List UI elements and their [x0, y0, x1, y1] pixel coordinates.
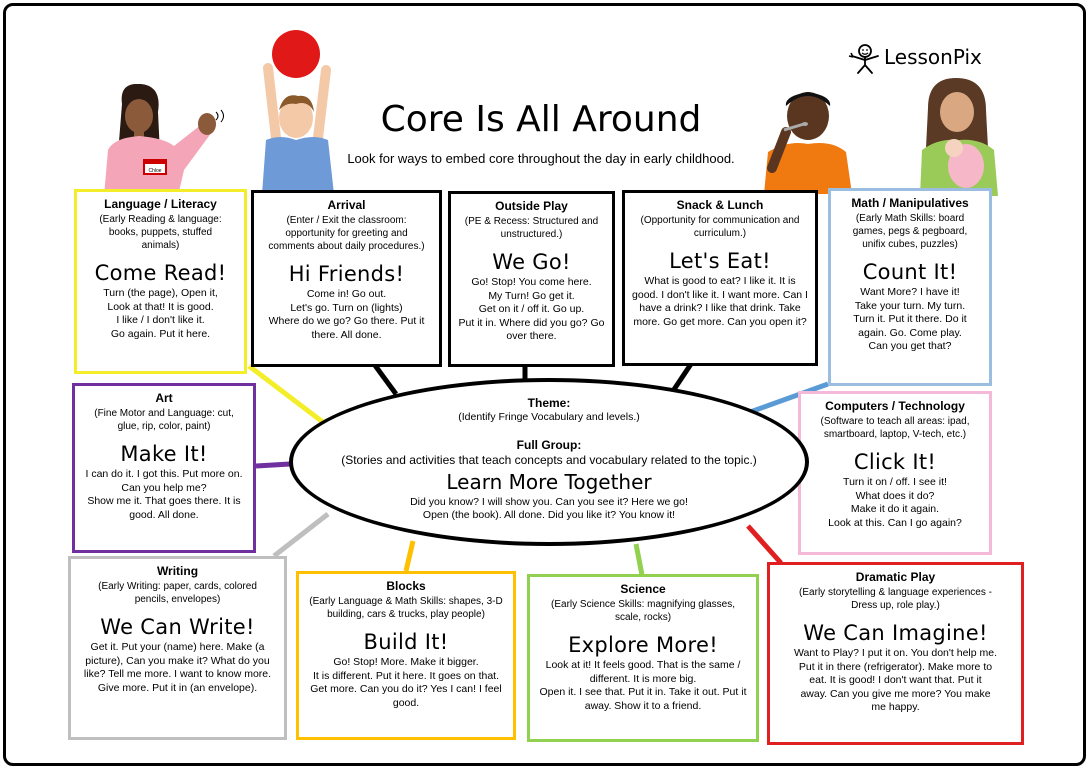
connector-lines [247, 362, 829, 576]
dramatic-play-box: Dramatic Play (Early storytelling & lang… [767, 562, 1024, 745]
science-title: Science [620, 582, 666, 596]
page-title: Core Is All Around [380, 99, 702, 140]
language-desc: (Early Reading & language: books, puppet… [99, 214, 222, 251]
boy-with-ball-illustration [262, 30, 334, 194]
science-desc: (Early Science Skills: magnifying glasse… [551, 599, 735, 623]
connector-science [633, 543, 645, 576]
dramatic-title: Dramatic Play [855, 570, 936, 584]
writing-desc: (Early Writing: paper, cards, colored pe… [98, 581, 257, 605]
language-literacy-box: Language / Literacy (Early Reading & lan… [74, 189, 247, 374]
lessonpix-logo: LessonPix [848, 42, 998, 76]
arrival-box: Arrival (Enter / Exit the classroom: opp… [251, 190, 442, 367]
art-title: Art [155, 391, 173, 405]
center-core-phrase: Learn More Together [446, 470, 652, 494]
math-title: Math / Manipulatives [851, 196, 969, 210]
art-phrases: I can do it. I got this. Put more on. Ca… [85, 468, 243, 521]
art-core-phrase: Make It! [120, 442, 208, 466]
theme-title: Theme: [527, 396, 571, 410]
art-box: Art (Fine Motor and Language: cut, glue,… [72, 383, 256, 553]
center-content: Theme: (Identify Fringe Vocabulary and l… [306, 396, 792, 522]
writing-title: Writing [156, 564, 199, 578]
computers-desc: (Software to teach all areas: ipad, smar… [820, 416, 970, 440]
outside-title: Outside Play [495, 199, 568, 213]
language-title: Language / Literacy [104, 197, 217, 211]
writing-phrases: Get it. Put your (name) here. Make (a pi… [83, 641, 272, 694]
snack-core-phrase: Let's Eat! [669, 249, 771, 273]
computers-core-phrase: Click It! [853, 450, 937, 474]
outside-play-box: Outside Play (PE & Recess: Structured an… [448, 191, 615, 367]
blocks-phrases: Go! Stop! More. Make it bigger. It is di… [310, 656, 502, 709]
blocks-core-phrase: Build It! [363, 630, 449, 654]
art-desc: (Fine Motor and Language: cut, glue, rip… [94, 408, 234, 432]
computers-technology-box: Computers / Technology (Software to teac… [798, 391, 992, 555]
outside-phrases: Go! Stop! You come here. My Turn! Go get… [458, 276, 605, 342]
writing-core-phrase: We Can Write! [100, 615, 255, 639]
science-phrases: Look at it! It feels good. That is the s… [539, 659, 747, 712]
science-core-phrase: Explore More! [568, 633, 718, 657]
outside-desc: (PE & Recess: Structured and unstructure… [464, 216, 599, 240]
girl-waving-illustration: Chloe [104, 84, 224, 196]
connector-dramatic [746, 524, 783, 565]
connector-language [247, 364, 330, 428]
math-core-phrase: Count It! [862, 260, 958, 284]
outside-core-phrase: We Go! [492, 250, 571, 274]
language-phrases: Turn (the page), Open it, Look at that! … [103, 287, 218, 340]
center-phrases: Did you know? I will show you. Can you s… [410, 496, 688, 521]
dramatic-phrases: Want to Play? I put it on. You don't hel… [794, 647, 997, 713]
logo-text: LessonPix [884, 45, 982, 69]
math-desc: (Early Math Skills: board games, pegs & … [852, 213, 968, 250]
writing-box: Writing (Early Writing: paper, cards, co… [68, 556, 287, 740]
blocks-box: Blocks (Early Language & Math Skills: sh… [296, 571, 516, 740]
page-subtitle: Look for ways to embed core throughout t… [347, 151, 735, 166]
arrival-desc: (Enter / Exit the classroom: opportunity… [268, 215, 425, 252]
stick-figure-logo-icon [848, 44, 879, 74]
boy-eating-illustration [764, 92, 852, 194]
snack-phrases: What is good to eat? I like it. It is go… [632, 275, 808, 328]
math-phrases: Want More? I have it! Take your turn. My… [853, 286, 967, 352]
full-group-desc: (Stories and activities that teach conce… [341, 453, 757, 467]
connector-art [255, 461, 291, 469]
theme-desc: (Identify Fringe Vocabulary and levels.) [458, 411, 640, 423]
arrival-core-phrase: Hi Friends! [288, 262, 405, 286]
arrival-phrases: Come in! Go out. Let's go. Turn on (ligh… [268, 288, 425, 341]
language-core-phrase: Come Read! [94, 261, 227, 285]
connector-writing [272, 512, 330, 558]
math-manipulatives-box: Math / Manipulatives (Early Math Skills:… [828, 188, 992, 386]
computers-title: Computers / Technology [825, 399, 965, 413]
girl-with-doll-illustration [920, 78, 998, 196]
blocks-title: Blocks [386, 579, 426, 593]
full-group-title: Full Group: [516, 438, 582, 452]
snack-title: Snack & Lunch [676, 198, 764, 212]
connector-arrival [371, 362, 399, 396]
blocks-desc: (Early Language & Math Skills: shapes, 3… [309, 596, 503, 620]
computers-phrases: Turn it on / off. I see it! What does it… [828, 476, 962, 529]
dramatic-desc: (Early storytelling & language experienc… [799, 587, 992, 611]
snack-desc: (Opportunity for communication and curri… [640, 215, 800, 239]
arrival-title: Arrival [327, 198, 366, 212]
center-ellipse [289, 378, 809, 546]
snack-lunch-box: Snack & Lunch (Opportunity for communica… [622, 190, 818, 366]
science-box: Science (Early Science Skills: magnifyin… [527, 574, 759, 742]
dramatic-core-phrase: We Can Imagine! [803, 621, 988, 645]
worksheet-frame: Core Is All Around Look for ways to embe… [3, 3, 1086, 766]
connector-blocks [403, 540, 416, 572]
name-badge: Chloe [148, 168, 161, 174]
